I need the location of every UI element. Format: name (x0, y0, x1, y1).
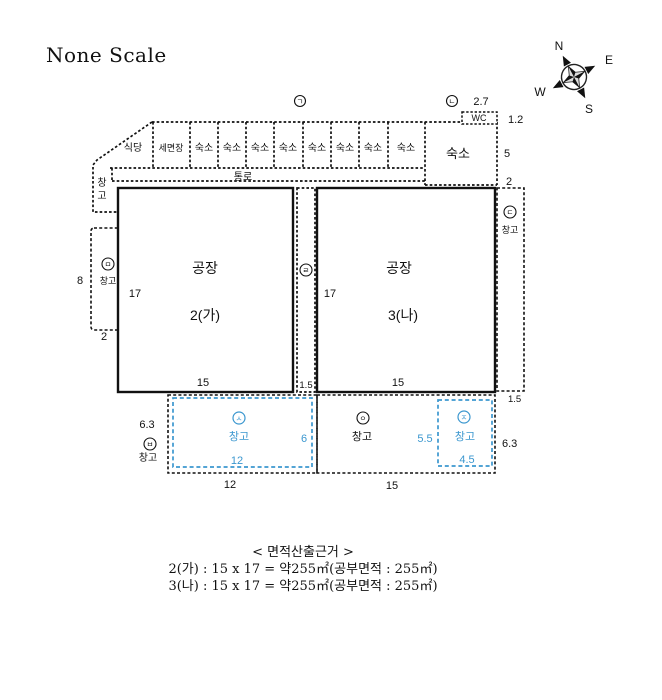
storage-blue-left-label: 창고 (229, 430, 249, 443)
marker-jieut: ㅈ (461, 413, 468, 422)
marker-bieup-circle (143, 437, 157, 451)
dim-strip: 1.5 (299, 380, 312, 391)
factory-right-unit: 3(나) (388, 307, 418, 323)
marker-digeut-circle (503, 205, 517, 219)
factory-left-unit: 2(가) (190, 307, 220, 323)
area-note-heading: < 면적산출근거 > (252, 545, 354, 560)
middle-strip: ㄹ 1.5 (296, 187, 316, 393)
marker-bieup: ㅂ (147, 440, 154, 449)
dim-left-8: 8 (77, 275, 83, 287)
compass-label-west: W (534, 85, 546, 99)
marker-siot: ㅅ (236, 414, 243, 423)
wc-label: WC (472, 113, 487, 123)
page-title: None Scale (46, 43, 167, 67)
marker-mieum-circle (101, 257, 115, 271)
storage-right-label: 창고 (502, 225, 519, 235)
area-note-line1: 2(가) : 15 x 17 = 약255㎡(공부면적 : 255㎡) (168, 562, 437, 577)
room-label-dorm: 숙소 (364, 142, 382, 154)
dim-15-right: 15 (392, 377, 404, 389)
compass-label-south: S (585, 102, 593, 116)
room-label-dorm: 숙소 (308, 142, 326, 154)
room-label-dorm-large: 숙소 (446, 146, 470, 161)
dim-left-2: 2 (101, 331, 107, 343)
area-note: < 면적산출근거 > 2(가) : 15 x 17 = 약255㎡(공부면적 :… (168, 545, 437, 594)
compass-rose: N E W S (534, 39, 613, 116)
room-labels: 식당 세면장 숙소 숙소 숙소 숙소 숙소 숙소 숙소 숙소 숙소 통로 (124, 142, 470, 183)
factory-right-name: 공장 (386, 260, 412, 276)
compass-label-north: N (555, 39, 564, 53)
storage-blue-right-label: 창고 (455, 430, 475, 443)
room-label-dorm: 숙소 (336, 142, 354, 154)
marker-rieul: ㄹ (303, 266, 310, 275)
factory-left: 공장 2(가) 17 15 (116, 186, 295, 394)
bottom-left-block: ㅅ 창고 6 12 12 6.3 ㅂ 창고 (139, 394, 318, 491)
storage-left-mid-label: 창고 (100, 276, 117, 286)
room-label-dining: 식당 (124, 142, 142, 154)
marker-siot-circle (232, 411, 246, 425)
dim-dorm-side: 5 (504, 148, 510, 160)
storage-right: ㄷ 창고 1.5 (496, 187, 525, 405)
dim-gap: 2 (506, 176, 512, 188)
bottom-right-block: ㅇ 창고 ㅈ 창고 4.5 5.5 6.3 15 (316, 394, 517, 492)
marker-giyeok-circle (293, 94, 307, 108)
dim-15-bottom: 15 (386, 480, 398, 492)
room-label-dorm: 숙소 (223, 142, 241, 154)
marker-rieul-circle (299, 263, 313, 277)
dim-17-right: 17 (324, 288, 336, 300)
room-label-dorm: 숙소 (279, 142, 297, 154)
room-row-outline (92, 121, 498, 213)
marker-mieum: ㅁ (105, 260, 112, 269)
factory-left-name: 공장 (192, 260, 218, 276)
room-label-dorm: 숙소 (251, 142, 269, 154)
storage-top-left: 창 고 (97, 177, 106, 202)
dim-15-left: 15 (197, 377, 209, 389)
storage-top-left-char2: 고 (97, 191, 106, 202)
dim-blue-6: 6 (301, 433, 307, 445)
marker-ieung-circle (356, 411, 370, 425)
dim-wc-side: 1.2 (508, 114, 523, 126)
marker-digeut: ㄷ (507, 208, 514, 217)
marker-ieung: ㅇ (360, 414, 367, 423)
dim-63-right: 6.3 (502, 438, 517, 450)
room-label-dorm: 숙소 (397, 142, 415, 154)
marker-giyeok: ㄱ (297, 97, 304, 106)
storage-black-label: 창고 (352, 430, 372, 443)
factory-right: 공장 3(나) 17 15 (315, 186, 497, 394)
dim-black-12: 12 (224, 479, 236, 491)
dim-blue-12: 12 (231, 455, 243, 467)
storage-out-label: 창고 (139, 452, 157, 464)
room-label-washroom: 세면장 (159, 143, 184, 153)
dim-63-left: 6.3 (139, 419, 154, 431)
corridor-label: 통로 (234, 171, 252, 183)
dim-blue-55: 5.5 (417, 433, 432, 445)
marker-jieut-circle (457, 410, 471, 424)
storage-top-left-char1: 창 (97, 177, 106, 189)
marker-nieun-circle (445, 94, 459, 108)
dim-right-bottom: 1.5 (508, 394, 521, 405)
dim-17-left: 17 (129, 288, 141, 300)
marker-nieun: ㄴ (449, 97, 456, 106)
dim-wc-top: 2.7 (473, 96, 488, 108)
compass-label-east: E (605, 53, 613, 67)
dim-blue-45: 4.5 (459, 454, 474, 466)
room-label-dorm: 숙소 (195, 142, 213, 154)
area-note-line2: 3(나) : 15 x 17 = 약255㎡(공부면적 : 255㎡) (168, 579, 437, 594)
compass-star (552, 55, 596, 99)
wc-box: WC ㄴ 2.7 1.2 5 2 (445, 94, 523, 188)
